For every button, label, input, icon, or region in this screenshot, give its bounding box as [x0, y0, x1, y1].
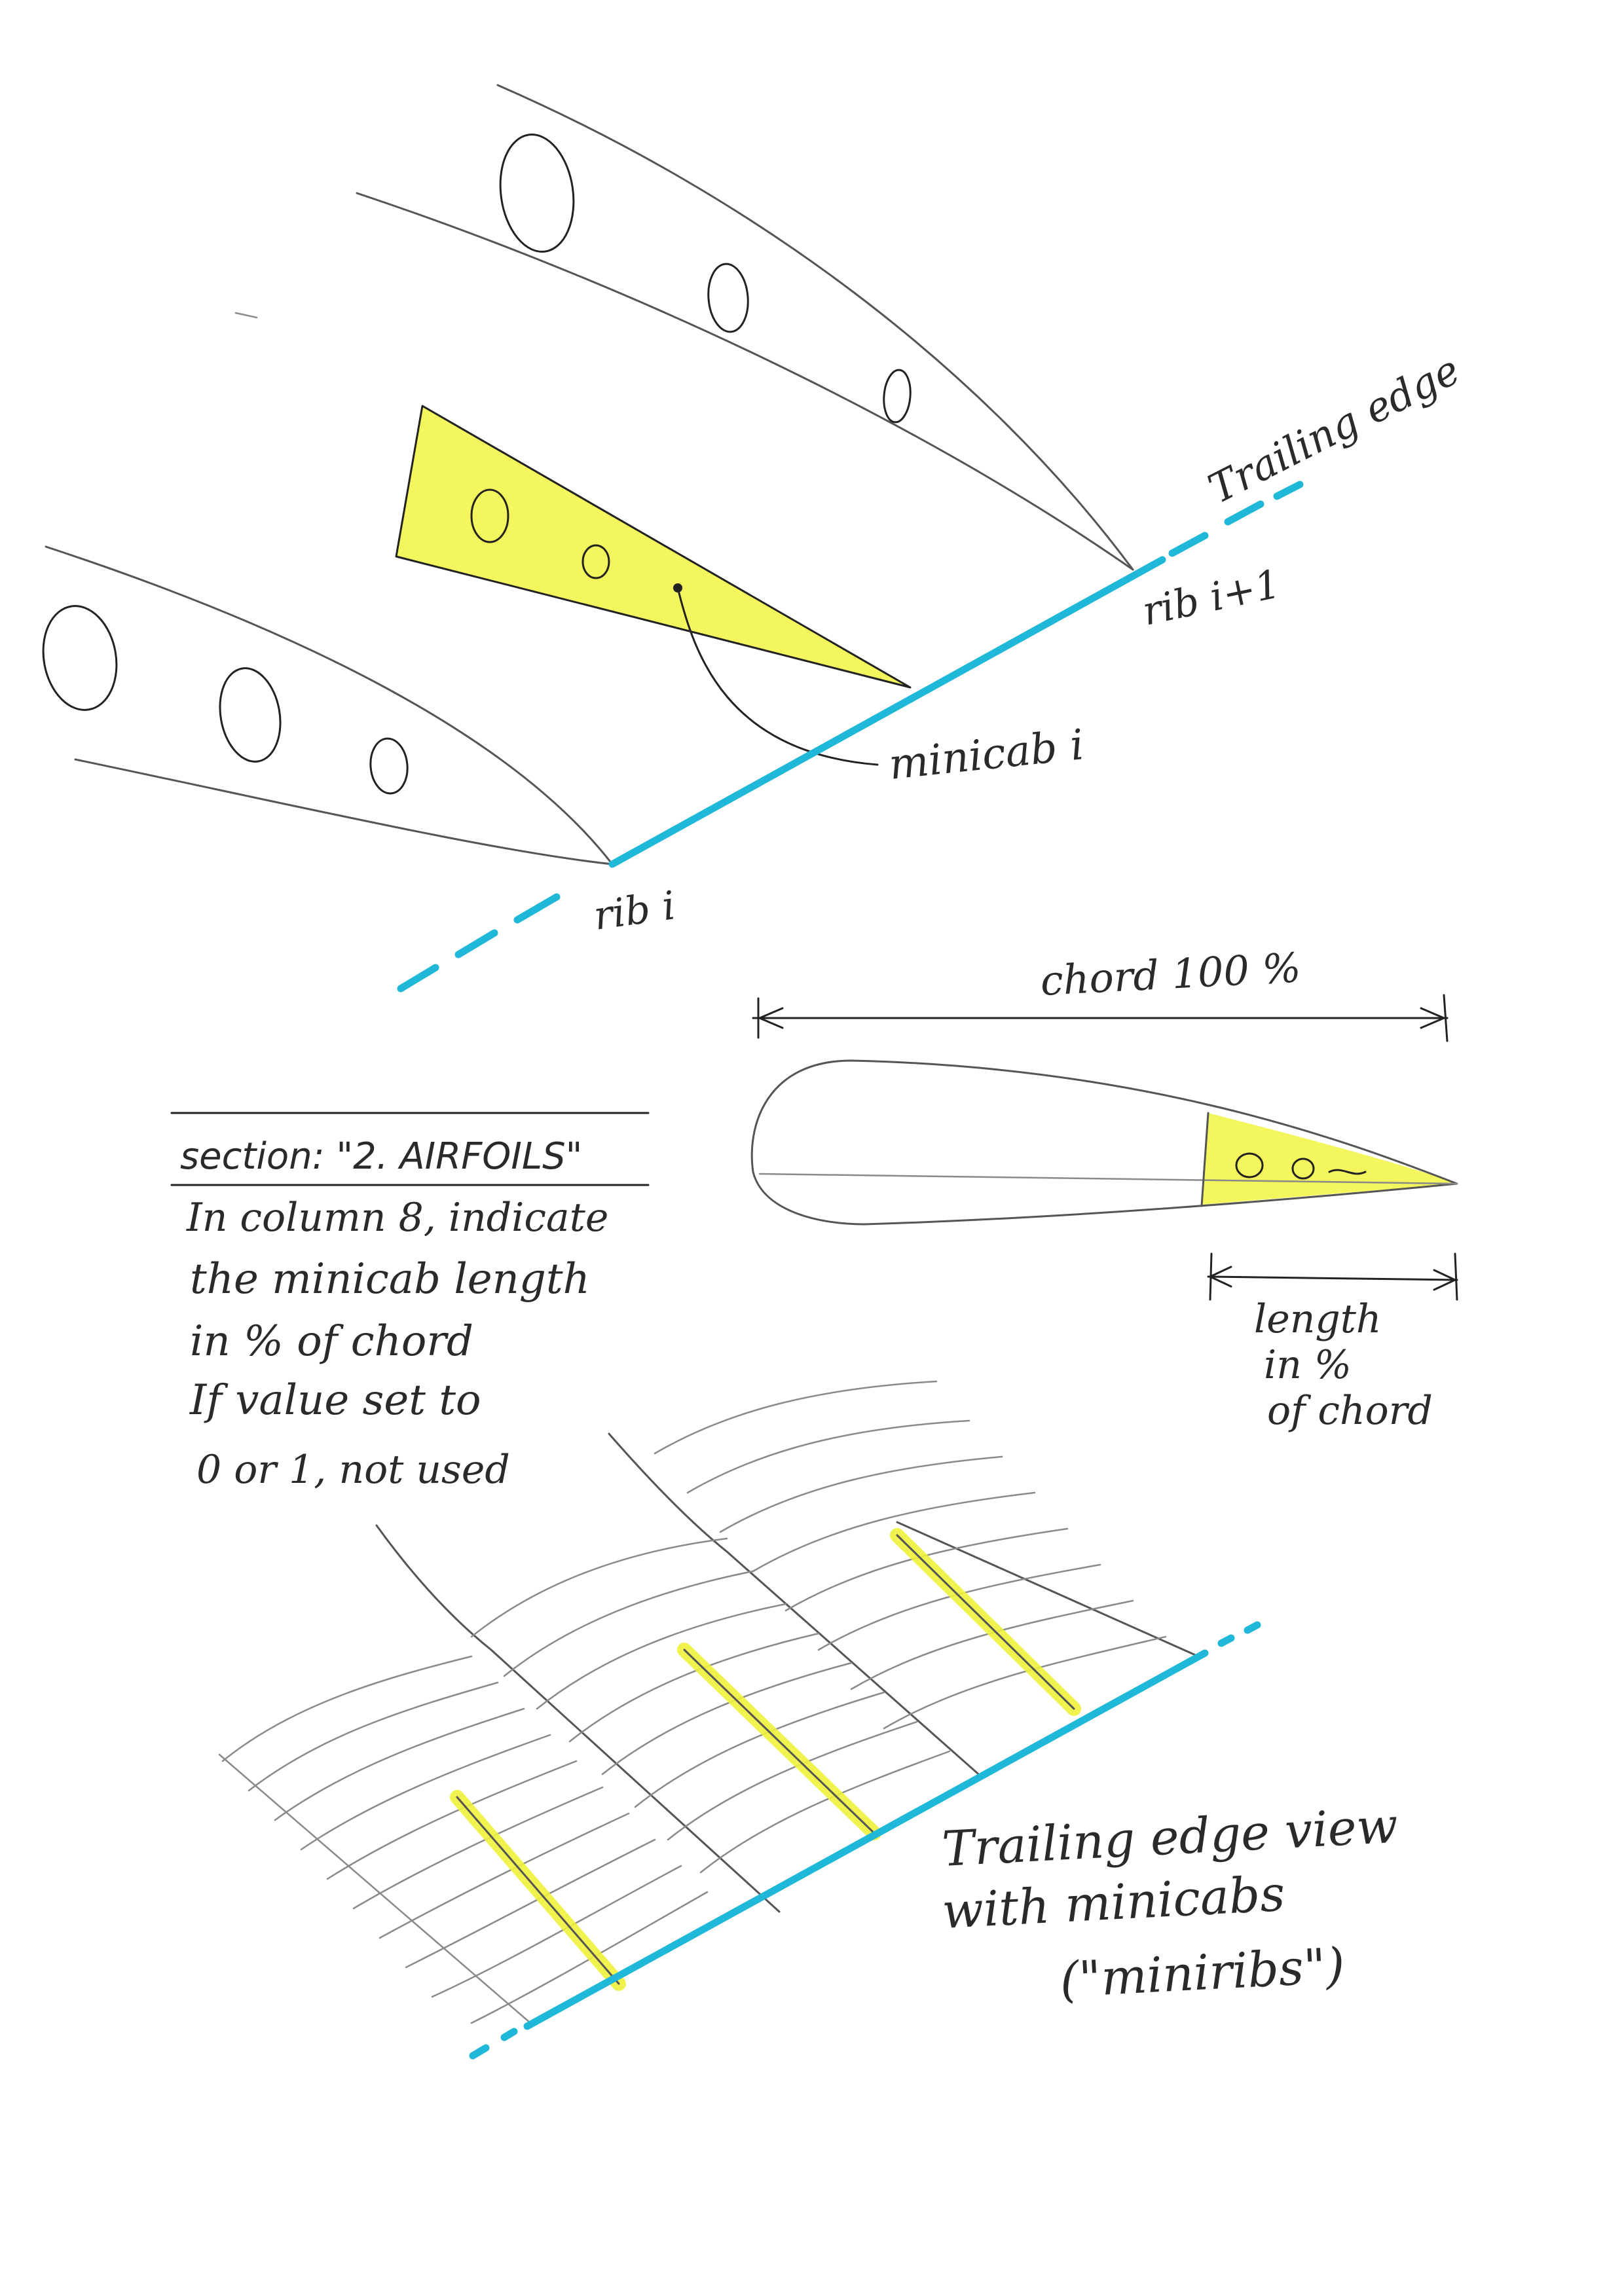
length-dimension-line [1207, 1275, 1458, 1281]
trailing-edge-dash [469, 2044, 490, 2060]
perspective-view-drawing: Trailing edge view with minicabs ("minir… [218, 1380, 1399, 2060]
top-view-drawing: Trailing edge rib i+1 minicab i rib i [42, 84, 1467, 993]
minicab-hole [581, 544, 610, 579]
trailing-edge-dash [454, 929, 498, 958]
rib-next-hole [707, 263, 749, 333]
trailing-edge-dash [1244, 1621, 1261, 1634]
length-arrow-left [1209, 1266, 1232, 1288]
minicab-profile-hole [1235, 1152, 1264, 1178]
length-label-line-2: in % [1264, 1342, 1352, 1388]
section-note: section: "2. AIRFOILS" In column 8, indi… [170, 1112, 650, 1493]
rib-edge-line [375, 1524, 781, 1913]
trailing-edge-label: Trailing edge [1201, 346, 1467, 513]
rib-edge-line [608, 1432, 984, 1779]
rib-hole [369, 737, 409, 795]
trailing-edge-dash [1224, 500, 1264, 526]
trailing-edge-dash [1273, 481, 1304, 500]
rib-next-upper-line [496, 84, 1134, 571]
panel-edge-line [218, 1753, 532, 2024]
minicab-line-edge [683, 1649, 876, 1834]
rib-next-lower-line [356, 192, 1134, 571]
skin-curves [221, 1380, 1167, 2024]
minicab-profile-fill [1202, 1113, 1457, 1205]
airfoil-outline [750, 1059, 1458, 1226]
minicab-profile-hole [1291, 1157, 1315, 1180]
stray-mark [234, 312, 258, 319]
trailing-edge-dash [397, 964, 439, 993]
trailing-edge-dash [1168, 532, 1209, 557]
perspective-caption-line-3: ("miniribs") [1058, 1937, 1346, 2009]
perspective-trailing-edge [523, 1649, 1209, 2030]
minicab-hole [470, 488, 509, 543]
perspective-caption-line-1: Trailing edge view [940, 1798, 1399, 1878]
note-line-4: If value set to [189, 1376, 481, 1425]
length-tick-right [1454, 1252, 1458, 1301]
note-line-2: the minicab length [190, 1255, 590, 1303]
length-label-line-1: length [1254, 1296, 1382, 1342]
rib-lower-line [74, 758, 614, 866]
note-line-1: In column 8, indicate [186, 1195, 608, 1241]
airfoil-chord-line [758, 1173, 1458, 1185]
trailing-edge-dash [513, 893, 561, 924]
minicab-outline [395, 405, 912, 689]
trailing-edge-dash [500, 2028, 518, 2041]
minicab-leader-line [676, 587, 879, 766]
minicab-label: minicab i [887, 721, 1086, 790]
trailing-edge-line [608, 556, 1166, 868]
length-label-line-3: of chord [1267, 1388, 1433, 1434]
section-title: section: "2. AIRFOILS" [180, 1135, 582, 1178]
rib-next-hole [883, 369, 912, 424]
note-line-5: 0 or 1, not used [196, 1447, 510, 1493]
minicab-profile-mark [1328, 1169, 1367, 1175]
rib-label: rib i [591, 883, 678, 939]
rib-next-hole [499, 134, 575, 253]
rib-upper-line [45, 545, 614, 866]
chord-arrow-right [1420, 1007, 1445, 1029]
note-line-3: in % of chord [190, 1317, 473, 1366]
length-arrow-right [1433, 1269, 1456, 1291]
minicab-line-edge [896, 1534, 1075, 1710]
rib-hole [42, 605, 118, 711]
chord-label: chord 100 % [1039, 943, 1302, 1005]
perspective-caption-line-2: with minicabs [940, 1866, 1286, 1940]
profile-view-drawing: chord 100 % length in % of chord [750, 943, 1458, 1434]
chord-tick-right [1443, 994, 1449, 1042]
rib-next-label: rib i+1 [1139, 561, 1285, 635]
chord-arrow-left [758, 1007, 784, 1029]
minicab-fill [396, 406, 910, 687]
rib-edge-line [896, 1521, 1200, 1658]
minicab-boundary-line [1200, 1112, 1209, 1207]
trailing-edge-dash [1217, 1634, 1235, 1647]
minicab-line-edge [456, 1796, 620, 1985]
rib-hole [219, 667, 282, 763]
